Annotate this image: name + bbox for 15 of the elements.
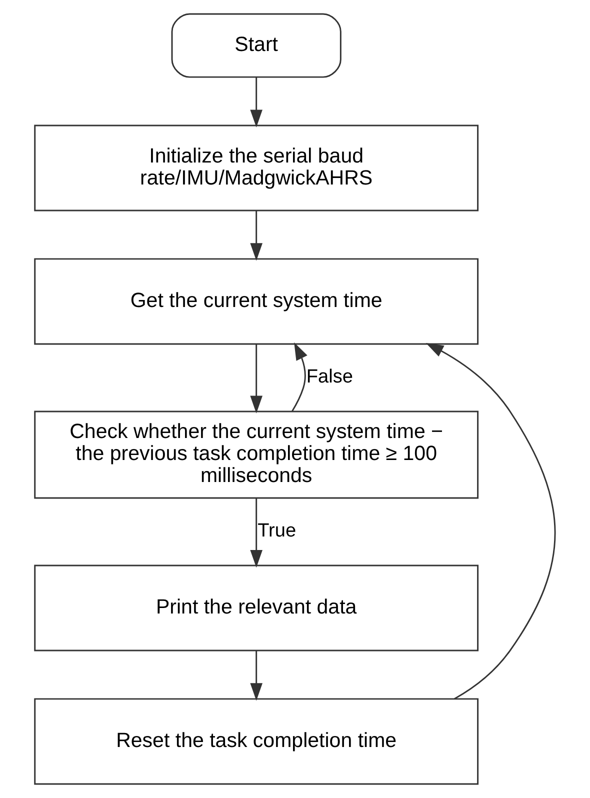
arrow — [292, 342, 308, 412]
arrow — [250, 77, 262, 128]
node-box: Print the relevant data — [34, 564, 479, 652]
node-box: Check whether the current system time − the previous task completion time ≥ 100 milliseconds — [34, 410, 479, 499]
arrow — [250, 210, 262, 261]
arrow — [426, 342, 556, 700]
node-box: Reset the task completion time — [34, 698, 479, 785]
node-box: Start — [171, 13, 342, 78]
node-box: Get the current system time — [34, 258, 479, 345]
arrow — [250, 344, 262, 414]
arrow — [250, 498, 262, 568]
arrow — [250, 650, 262, 701]
edge-label: True — [258, 520, 296, 542]
node-box: Initialize the serial baud rate/IMU/MadgwickAHRS — [34, 124, 479, 212]
edge-label: False — [306, 366, 353, 388]
